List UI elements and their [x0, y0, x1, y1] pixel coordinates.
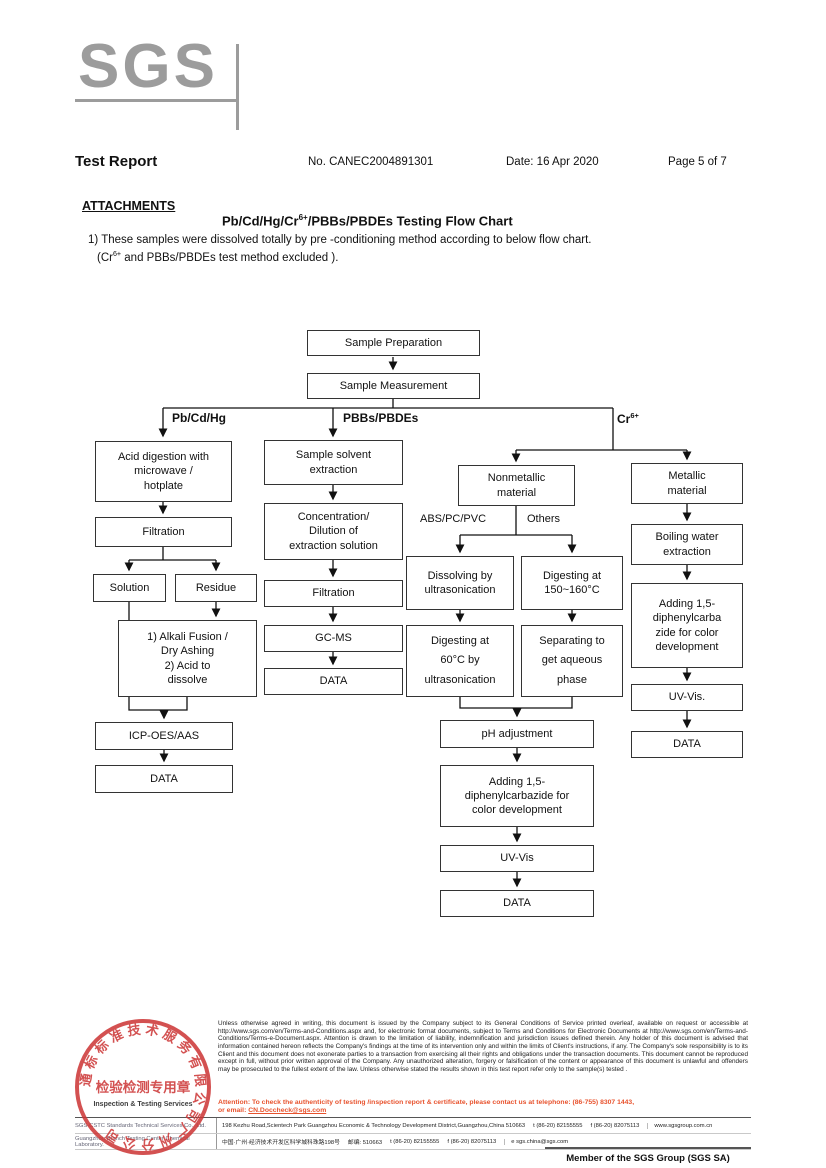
- doccheck-email-link[interactable]: CN.Doccheck@sgs.com: [248, 1107, 327, 1115]
- flow-chart-title-part1: Pb/Cd/Hg/Cr: [222, 213, 299, 229]
- note-line-2-sup: 6+: [112, 250, 122, 258]
- flow-node-alkali-fusion: 1) Alkali Fusion / Dry Ashing 2) Acid to…: [118, 620, 257, 697]
- attention-line-2: or email: CN.Doccheck@sgs.com: [218, 1107, 748, 1115]
- flow-node-gc-ms: GC-MS: [264, 625, 403, 652]
- sub-label-abs-pc-pvc: ABS/PC/PVC: [420, 513, 487, 525]
- address-en-telephone: t (86-20) 82155555: [533, 1122, 583, 1129]
- address-cn-postcode: 邮编: 510663: [347, 1140, 383, 1146]
- flow-node-adding-dpc-metal: Adding 1,5- diphenylcarba zide for color…: [631, 583, 743, 668]
- footer-address-cn: 中国·广州·经济技术开发区科学城科珠路198号 邮编: 510663 t (86…: [217, 1137, 751, 1146]
- flow-node-adding-dpc-nonmetal: Adding 1,5- diphenylcarbazide for color …: [440, 765, 594, 827]
- flow-node-data-pb: DATA: [95, 765, 233, 793]
- address-cn-telephone: t (86-20) 82155555: [390, 1138, 440, 1145]
- flow-node-digesting-60: Digesting at 60°C by ultrasonication: [406, 625, 514, 697]
- flow-node-data-cr-nonmetal: DATA: [440, 890, 594, 917]
- legal-disclaimer-text: Unless otherwise agreed in writing, this…: [218, 1020, 748, 1074]
- flow-node-sample-measurement: Sample Measurement: [307, 373, 480, 399]
- branch-label-pbbs-pbdes: PBBs/PBDEs: [343, 411, 419, 425]
- branch-label-cr6: Cr6+: [617, 411, 639, 426]
- footer-address-row-cn: Guangzhou Branch Testing Center Chemical…: [75, 1134, 751, 1150]
- inspection-stamp: 通标标准技术服务有限公司广州分公司 检验检测专用章 Inspection & T…: [75, 1019, 211, 1155]
- sgs-china-email-link[interactable]: e sgs.china@sgs.com: [504, 1138, 568, 1145]
- footer-address-block: SGS-CSTC Standards Technical Services Co…: [75, 1117, 751, 1150]
- company-name-line-1: SGS-CSTC Standards Technical Services Co…: [75, 1118, 217, 1133]
- flow-node-filtration-pb: Filtration: [95, 517, 232, 547]
- address-en-fax: f (86-20) 82075113: [590, 1122, 640, 1129]
- company-name-line-2: Guangzhou Branch Testing Center Chemical…: [75, 1134, 217, 1149]
- note-line-2-part2: and PBBs/PBDEs test method excluded ).: [121, 251, 339, 264]
- flow-chart-title-sup: 6+: [298, 213, 308, 222]
- flow-node-data-cr-metal: DATA: [631, 731, 743, 758]
- flow-node-dissolving-ultrasonication: Dissolving by ultrasonication: [406, 556, 514, 610]
- sgs-logo-text: SGS: [78, 32, 218, 101]
- flow-node-ph-adjustment: pH adjustment: [440, 720, 594, 748]
- flow-node-residue: Residue: [175, 574, 257, 602]
- attention-line-1: Attention: To check the authenticity of …: [218, 1099, 635, 1106]
- flow-node-solvent-extraction: Sample solvent extraction: [264, 440, 403, 485]
- flow-node-nonmetallic-material: Nonmetallic material: [458, 465, 575, 506]
- sgs-member-line: Member of the SGS Group (SGS SA): [545, 1147, 751, 1164]
- report-date: Date: 16 Apr 2020: [506, 156, 599, 168]
- footer-address-row-en: SGS-CSTC Standards Technical Services Co…: [75, 1118, 751, 1134]
- flow-chart-title-part2: /PBBs/PBDEs Testing Flow Chart: [307, 213, 513, 229]
- attention-line-2-prefix: or email:: [218, 1107, 249, 1115]
- flow-node-boiling-water: Boiling water extraction: [631, 524, 743, 565]
- address-cn-text: 中国·广州·经济技术开发区科学城科珠路198号: [222, 1140, 340, 1146]
- flow-node-filtration-pbb: Filtration: [264, 580, 403, 607]
- stamp-sub-text: Inspection & Testing Services: [93, 1101, 192, 1108]
- page-title: Test Report: [75, 153, 158, 170]
- flow-node-uv-vis-metal: UV-Vis.: [631, 684, 743, 711]
- branch-label-pb-cd-hg: Pb/Cd/Hg: [172, 411, 226, 425]
- flow-node-sample-preparation: Sample Preparation: [307, 330, 480, 356]
- flow-node-concentration: Concentration/ Dilution of extraction so…: [264, 503, 403, 560]
- flow-node-solution: Solution: [93, 574, 166, 602]
- address-en-text: 198 Kezhu Road,Scientech Park Guangzhou …: [222, 1122, 526, 1129]
- address-cn-fax: f (86-20) 82075113: [447, 1138, 497, 1145]
- logo-horizontal-line: [75, 99, 236, 102]
- flow-connector: [163, 398, 613, 409]
- note-line-1: 1) These samples were dissolved totally …: [88, 234, 592, 246]
- branch-label-cr6-sup: 6+: [630, 411, 639, 420]
- stamp-ring: [75, 1019, 211, 1155]
- flow-connector: [129, 547, 216, 561]
- note-line-2-part1: (Cr: [97, 251, 113, 264]
- flow-node-separating: Separating to get aqueous phase: [521, 625, 623, 697]
- logo-vertical-line: [236, 44, 239, 130]
- footer-address-en: 198 Kezhu Road,Scientech Park Guangzhou …: [217, 1122, 751, 1129]
- flow-node-digesting-150: Digesting at 150~160°C: [521, 556, 623, 610]
- flow-node-metallic-material: Metallic material: [631, 463, 743, 504]
- flow-node-data-pbb: DATA: [264, 668, 403, 695]
- report-number: No. CANEC2004891301: [308, 156, 434, 168]
- attachments-heading: ATTACHMENTS: [82, 199, 176, 213]
- flow-connector: [516, 408, 687, 451]
- note-line-2: (Cr6+ and PBBs/PBDEs test method exclude…: [97, 250, 338, 264]
- flow-chart-title: Pb/Cd/Hg/Cr6+/PBBs/PBDEs Testing Flow Ch…: [222, 213, 513, 228]
- sub-label-others: Others: [527, 513, 561, 525]
- flow-node-icp-oes-aas: ICP-OES/AAS: [95, 722, 233, 750]
- page-indicator: Page 5 of 7: [668, 156, 727, 168]
- sgs-website-link[interactable]: www.sgsgroup.com.cn: [647, 1122, 712, 1129]
- flow-node-uv-vis-nonmetal: UV-Vis: [440, 845, 594, 872]
- flow-node-acid-digestion: Acid digestion with microwave / hotplate: [95, 441, 232, 502]
- branch-label-cr6-base: Cr: [617, 412, 631, 426]
- flow-connector: [459, 697, 573, 709]
- attention-notice: Attention: To check the authenticity of …: [218, 1099, 748, 1116]
- stamp-center-text: 检验检测专用章: [96, 1079, 191, 1095]
